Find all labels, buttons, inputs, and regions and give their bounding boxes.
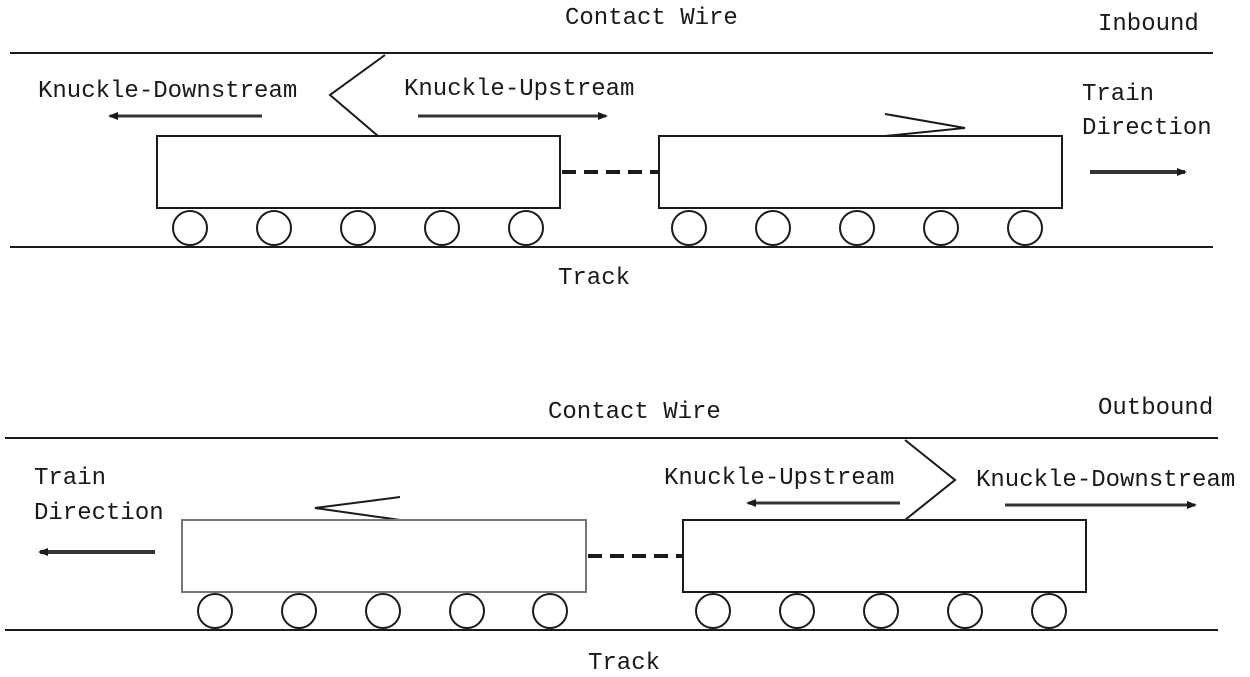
wheel <box>197 593 233 629</box>
inbound-knuckle-downstream-label: Knuckle-Downstream <box>38 78 297 105</box>
wheel <box>755 210 791 246</box>
outbound-car-2 <box>682 519 1087 593</box>
outbound-contact-wire-label: Contact Wire <box>548 399 721 426</box>
wheel <box>923 210 959 246</box>
outbound-pantograph-raised <box>904 439 957 521</box>
outbound-car-1 <box>181 519 587 593</box>
wheel <box>449 593 485 629</box>
wheel <box>508 210 544 246</box>
wheel <box>281 593 317 629</box>
inbound-panel: Contact Wire Inbound Track Knuckle-Downs… <box>10 5 1213 292</box>
outbound-pantograph-folded <box>314 496 401 521</box>
outbound-train-direction-line1: Train <box>34 465 106 492</box>
wheel <box>863 593 899 629</box>
wheel <box>172 210 208 246</box>
inbound-track-label: Track <box>558 265 630 292</box>
wheel <box>779 593 815 629</box>
outbound-track-label: Track <box>588 650 660 677</box>
wheel <box>695 593 731 629</box>
wheel <box>947 593 983 629</box>
inbound-knuckle-upstream-label: Knuckle-Upstream <box>404 76 634 103</box>
wheel <box>1007 210 1043 246</box>
wheel <box>532 593 568 629</box>
inbound-title: Inbound <box>1098 11 1199 38</box>
inbound-train-direction-line1: Train <box>1082 81 1154 108</box>
inbound-car-2 <box>658 135 1063 209</box>
inbound-pantograph-raised <box>328 54 386 137</box>
wheel <box>671 210 707 246</box>
inbound-contact-wire-label: Contact Wire <box>565 5 738 32</box>
outbound-knuckle-downstream-label: Knuckle-Downstream <box>976 467 1235 494</box>
wheel <box>839 210 875 246</box>
outbound-train-direction-line2: Direction <box>34 500 164 527</box>
outbound-panel: Contact Wire Outbound Track Train Direct… <box>5 395 1235 677</box>
wheel <box>424 210 460 246</box>
outbound-knuckle-upstream-label: Knuckle-Upstream <box>664 465 894 492</box>
wheel <box>1031 593 1067 629</box>
wheel <box>340 210 376 246</box>
wheel <box>256 210 292 246</box>
inbound-train-direction-line2: Direction <box>1082 115 1212 142</box>
outbound-title: Outbound <box>1098 395 1213 422</box>
inbound-car-1 <box>156 135 561 209</box>
inbound-pantograph-folded <box>884 113 966 137</box>
wheel <box>365 593 401 629</box>
